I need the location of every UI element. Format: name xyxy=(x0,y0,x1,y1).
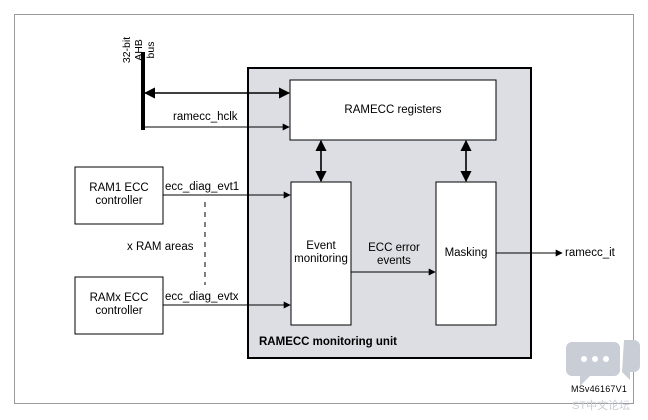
evtx-label: ecc_diag_evtx xyxy=(165,291,239,303)
output-label: ramecc_it xyxy=(565,247,615,259)
clock-label: ramecc_hclk xyxy=(173,111,238,123)
masking-label: Masking xyxy=(444,247,488,259)
forum-watermark-icon xyxy=(566,340,640,386)
x-ram-areas-label: x RAM areas xyxy=(127,241,194,253)
unit-title: RAMECC monitoring unit xyxy=(259,336,397,348)
registers-box xyxy=(289,79,497,141)
watermark-site: ST中文论坛 xyxy=(572,400,631,412)
masking-box xyxy=(435,181,497,326)
registers-label: RAMECC registers xyxy=(344,104,442,116)
event-monitoring-box xyxy=(290,181,352,326)
figure-code: MSv46167V1 xyxy=(571,384,628,394)
figure-frame xyxy=(14,14,634,404)
ramx-controller-box xyxy=(74,276,164,335)
evt1-label: ecc_diag_evt1 xyxy=(165,181,240,193)
